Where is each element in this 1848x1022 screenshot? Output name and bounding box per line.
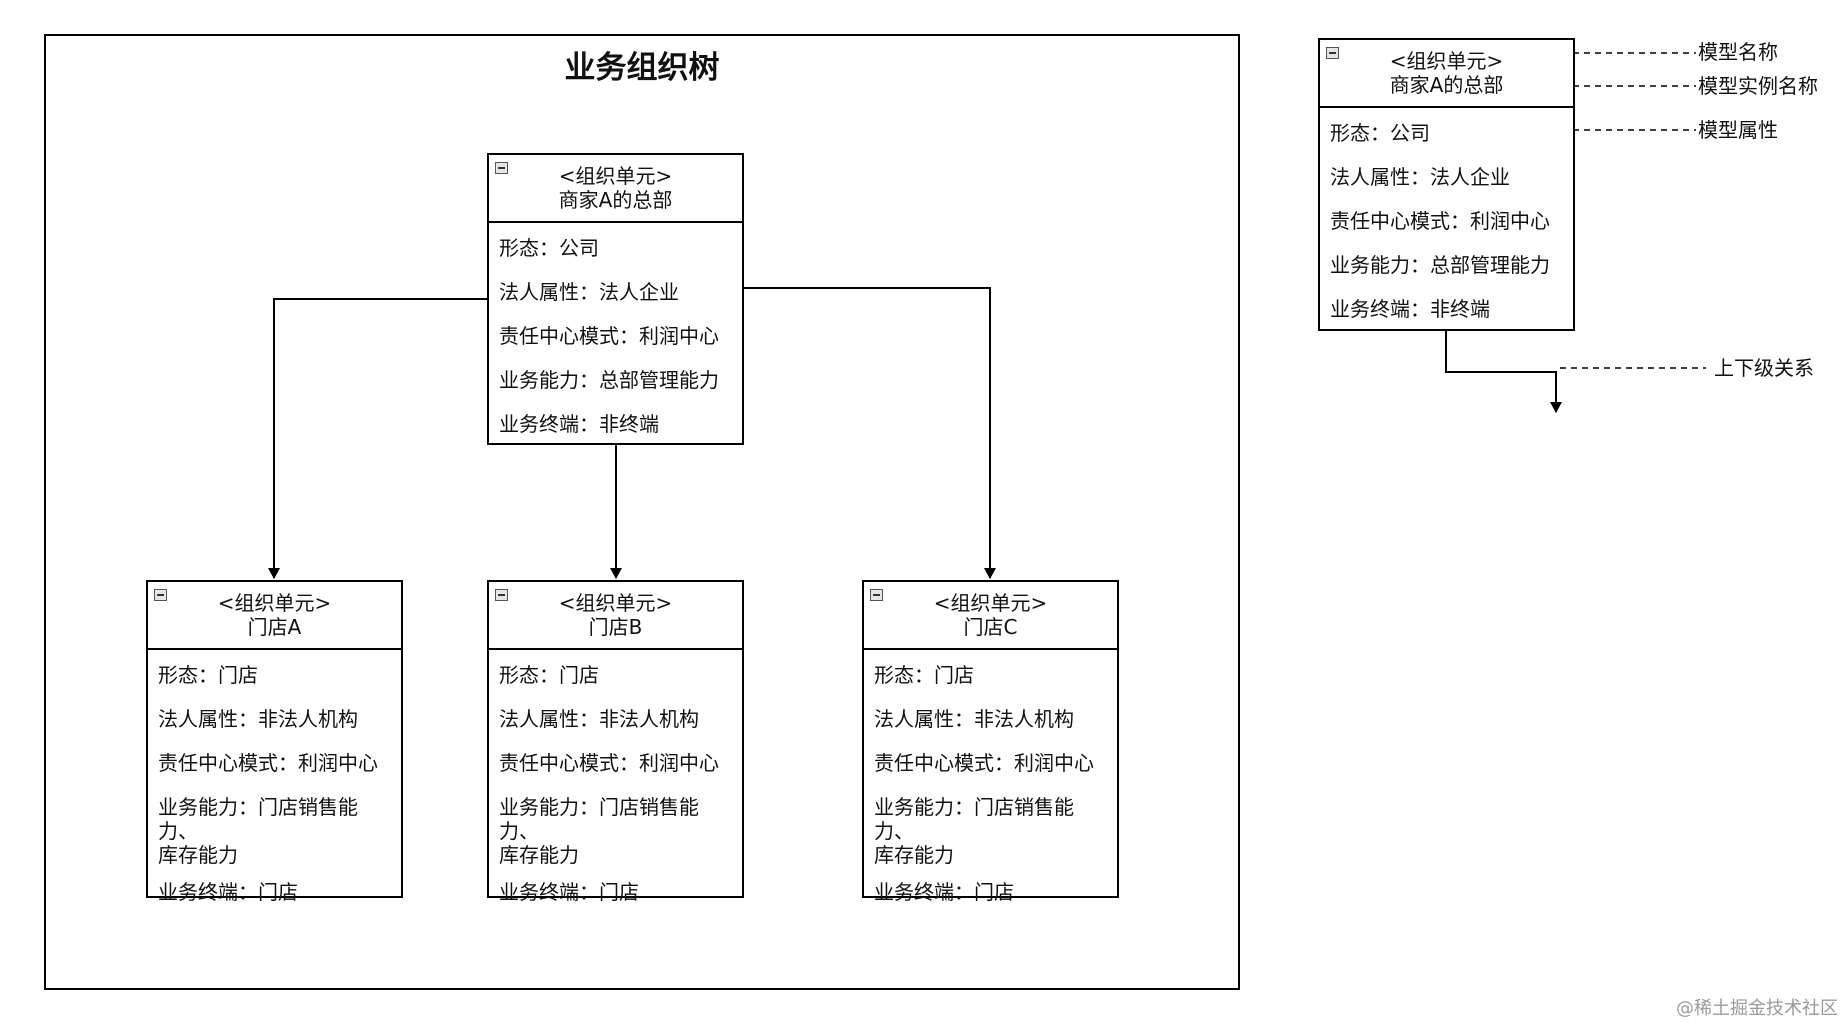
node-name: 商家A的总部 — [558, 188, 673, 212]
attr-terminal: 业务终端：门店 — [499, 880, 639, 904]
node-store-c: <组织单元> 门店C 形态：门店 法人属性：非法人机构 责任中心模式：利润中心 … — [862, 580, 1119, 904]
attr-legal: 法人属性：法人企业 — [1330, 165, 1510, 189]
collapse-icon[interactable] — [870, 589, 883, 601]
node-hq: <组织单元> 商家A的总部 形态：公司 法人属性：法人企业 责任中心模式：利润中… — [487, 153, 744, 445]
attr-terminal: 业务终端：门店 — [874, 880, 1014, 904]
attr-capability: 业务能力：总部管理能力 — [499, 368, 719, 392]
node-stereotype: <组织单元> — [1389, 49, 1504, 73]
attr-responsibility: 责任中心模式：利润中心 — [499, 324, 719, 348]
attr-responsibility: 责任中心模式：利润中心 — [874, 751, 1094, 775]
attr-terminal: 业务终端：门店 — [158, 880, 298, 904]
node-name: 门店A — [247, 615, 302, 639]
collapse-icon[interactable] — [1326, 47, 1339, 59]
node-stereotype: <组织单元> — [933, 591, 1048, 615]
attr-capability: 业务能力：门店销售能力、 库存能力 — [158, 795, 358, 867]
attr-form: 形态：门店 — [874, 663, 974, 687]
node-header: <组织单元> 门店C — [864, 582, 1117, 650]
legend-label-model-attribute: 模型属性 — [1698, 118, 1778, 142]
attr-form: 形态：公司 — [499, 236, 599, 260]
attr-terminal: 业务终端：非终端 — [499, 412, 659, 436]
node-attributes: 形态：公司 法人属性：法人企业 责任中心模式：利润中心 业务能力：总部管理能力 … — [489, 223, 742, 436]
attr-legal: 法人属性：非法人机构 — [874, 707, 1074, 731]
legend-label-model-name: 模型名称 — [1698, 40, 1778, 64]
node-attributes: 形态：门店 法人属性：非法人机构 责任中心模式：利润中心 业务能力：门店销售能力… — [489, 650, 742, 904]
edge-hq-storeA — [268, 298, 488, 579]
diagram-title: 业务组织树 — [564, 50, 720, 86]
node-attributes: 形态：门店 法人属性：非法人机构 责任中心模式：利润中心 业务能力：门店销售能力… — [148, 650, 401, 904]
collapse-icon[interactable] — [495, 162, 508, 174]
attr-terminal: 业务终端：非终端 — [1330, 297, 1490, 321]
collapse-icon[interactable] — [154, 589, 167, 601]
legend-label-relation: 上下级关系 — [1714, 356, 1814, 380]
legend-relation-arrow — [1445, 331, 1562, 413]
attr-capability: 业务能力：总部管理能力 — [1330, 253, 1550, 277]
node-header: <组织单元> 门店B — [489, 582, 742, 650]
attr-legal: 法人属性：非法人机构 — [499, 707, 699, 731]
node-header: <组织单元> 商家A的总部 — [1320, 40, 1573, 108]
node-name: 门店B — [588, 615, 643, 639]
node-name: 商家A的总部 — [1389, 73, 1504, 97]
node-attributes: 形态：公司 法人属性：法人企业 责任中心模式：利润中心 业务能力：总部管理能力 … — [1320, 108, 1573, 321]
node-attributes: 形态：门店 法人属性：非法人机构 责任中心模式：利润中心 业务能力：门店销售能力… — [864, 650, 1117, 904]
node-header: <组织单元> 门店A — [148, 582, 401, 650]
attr-form: 形态：门店 — [499, 663, 599, 687]
attr-form: 形态：门店 — [158, 663, 258, 687]
attr-responsibility: 责任中心模式：利润中心 — [1330, 209, 1550, 233]
node-stereotype: <组织单元> — [217, 591, 332, 615]
node-store-a: <组织单元> 门店A 形态：门店 法人属性：非法人机构 责任中心模式：利润中心 … — [146, 580, 403, 904]
attr-form: 形态：公司 — [1330, 121, 1430, 145]
attr-capability: 业务能力：门店销售能力、 库存能力 — [874, 795, 1074, 867]
collapse-icon[interactable] — [495, 589, 508, 601]
attr-responsibility: 责任中心模式：利润中心 — [158, 751, 378, 775]
legend-node: <组织单元> 商家A的总部 形态：公司 法人属性：法人企业 责任中心模式：利润中… — [1318, 38, 1575, 331]
attr-capability: 业务能力：门店销售能力、 库存能力 — [499, 795, 699, 867]
node-stereotype: <组织单元> — [558, 591, 673, 615]
attr-responsibility: 责任中心模式：利润中心 — [499, 751, 719, 775]
node-stereotype: <组织单元> — [558, 164, 673, 188]
watermark: @稀土掘金技术社区 — [1676, 998, 1838, 1019]
edge-hq-storeC — [744, 287, 996, 579]
diagram-frame — [44, 34, 1240, 990]
legend-label-instance-name: 模型实例名称 — [1698, 74, 1818, 98]
attr-legal: 法人属性：非法人机构 — [158, 707, 358, 731]
node-store-b: <组织单元> 门店B 形态：门店 法人属性：非法人机构 责任中心模式：利润中心 … — [487, 580, 744, 904]
attr-legal: 法人属性：法人企业 — [499, 280, 679, 304]
node-name: 门店C — [963, 615, 1018, 639]
node-header: <组织单元> 商家A的总部 — [489, 155, 742, 223]
